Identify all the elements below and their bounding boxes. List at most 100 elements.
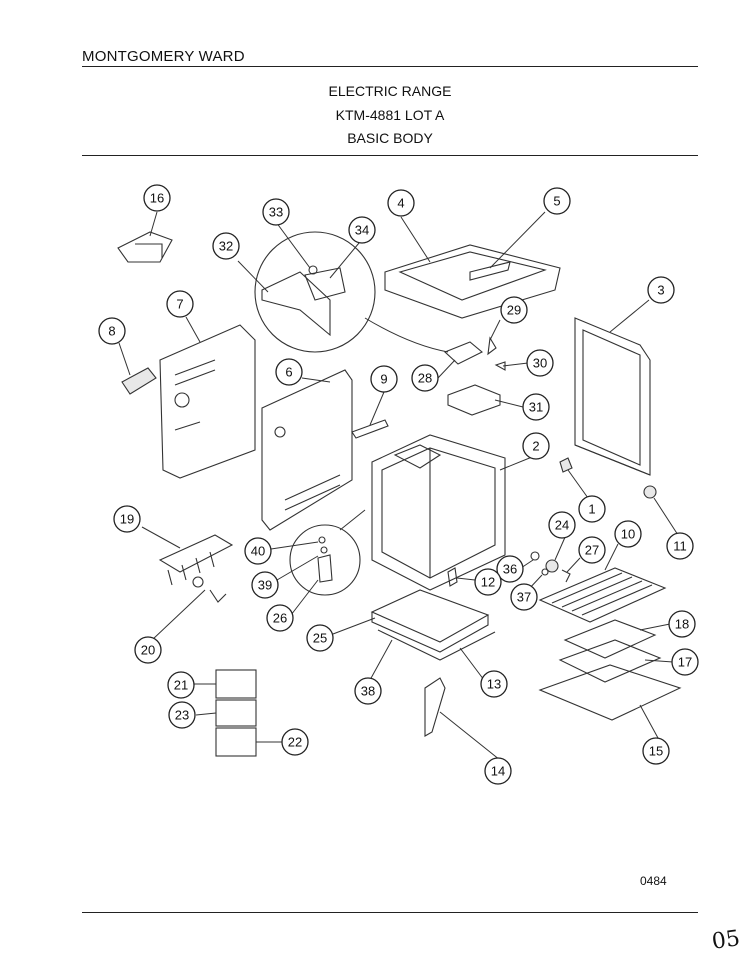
part-16-bracket	[117, 231, 173, 263]
callout-18: 18	[668, 610, 696, 638]
svg-text:36: 36	[503, 562, 517, 577]
callout-11: 11	[666, 532, 694, 560]
svg-text:28: 28	[418, 371, 432, 386]
callout-27: 27	[578, 536, 606, 564]
callout-8: 8	[98, 317, 126, 345]
svg-text:6: 6	[285, 365, 292, 380]
svg-text:31: 31	[529, 400, 543, 415]
leader-lines	[118, 211, 679, 761]
svg-text:7: 7	[176, 297, 183, 312]
callout-5: 5	[543, 187, 571, 215]
part-10-rack	[538, 567, 667, 623]
callout-25: 25	[306, 624, 334, 652]
svg-text:14: 14	[491, 764, 505, 779]
part-7-side-panel	[159, 324, 256, 479]
callout-37: 37	[510, 583, 538, 611]
part-14-rod	[424, 677, 446, 737]
callout-36: 36	[496, 555, 524, 583]
svg-text:21: 21	[174, 678, 188, 693]
svg-text:20: 20	[141, 643, 155, 658]
svg-text:9: 9	[380, 372, 387, 387]
part-detail-circle-top	[254, 231, 376, 353]
part-1-knob	[559, 457, 573, 473]
part-6-back-panel	[261, 369, 353, 531]
callout-24: 24	[548, 511, 576, 539]
svg-text:2: 2	[532, 439, 539, 454]
callout-3: 3	[647, 276, 675, 304]
svg-text:34: 34	[355, 223, 369, 238]
part-36	[530, 551, 540, 561]
handwritten-mark: 05	[710, 926, 742, 955]
callout-10: 10	[614, 520, 642, 548]
callout-7: 7	[166, 290, 194, 318]
callout-26: 26	[266, 604, 294, 632]
svg-text:3: 3	[657, 283, 664, 298]
svg-text:19: 19	[120, 512, 134, 527]
callout-9: 9	[370, 365, 398, 393]
part-9-strip	[351, 419, 389, 439]
callout-38: 39	[251, 571, 279, 599]
callout-22: 22	[281, 728, 309, 756]
svg-text:26: 26	[273, 611, 287, 626]
callout-4: 4	[387, 189, 415, 217]
svg-text:23: 23	[175, 708, 189, 723]
svg-text:37: 37	[517, 590, 531, 605]
callout-34: 34	[348, 216, 376, 244]
part-drawings	[117, 231, 682, 757]
svg-text:30: 30	[533, 356, 547, 371]
callout-29: 29	[500, 296, 528, 324]
part-23-box	[215, 699, 257, 727]
svg-text:1: 1	[588, 502, 595, 517]
callout-32: 32	[212, 232, 240, 260]
svg-text:40: 40	[251, 544, 265, 559]
part-24	[545, 559, 559, 573]
svg-text:27: 27	[585, 543, 599, 558]
callout-16: 16	[143, 184, 171, 212]
callout-12: 12	[474, 568, 502, 596]
title-product: ELECTRIC RANGE	[328, 83, 452, 99]
part-18-pan	[563, 619, 657, 659]
part-17-pan	[558, 639, 662, 683]
callout-39: 40	[244, 537, 272, 565]
callout-13: 13	[480, 670, 508, 698]
callout-23: 23	[168, 701, 196, 729]
brand-label: MONTGOMERY WARD	[82, 48, 245, 65]
top-rule	[82, 66, 698, 67]
callout-28: 28	[411, 364, 439, 392]
part-22-box	[215, 727, 257, 757]
callout-19: 19	[113, 505, 141, 533]
svg-text:33: 33	[269, 205, 283, 220]
callout-6: 6	[275, 358, 303, 386]
part-25-40-13-tray	[370, 589, 496, 661]
part-11-knob	[643, 485, 657, 499]
svg-text:5: 5	[553, 194, 560, 209]
svg-text:32: 32	[219, 239, 233, 254]
svg-text:39: 39	[258, 578, 272, 593]
svg-text:16: 16	[150, 191, 164, 206]
svg-text:8: 8	[108, 324, 115, 339]
title-model: KTM-4881 LOT A	[335, 107, 445, 123]
callout-20: 20	[134, 636, 162, 664]
callout-2: 2	[522, 432, 550, 460]
svg-text:15: 15	[649, 744, 663, 759]
callout-17: 17	[671, 648, 699, 676]
part-12	[447, 567, 458, 587]
part-4-cooktop	[384, 244, 561, 319]
svg-text:10: 10	[621, 527, 635, 542]
svg-text:22: 22	[288, 735, 302, 750]
title-section: BASIC BODY	[347, 130, 433, 146]
header-rule	[82, 155, 698, 156]
part-8	[121, 367, 157, 395]
svg-text:25: 25	[313, 631, 327, 646]
page-code: 0484	[640, 874, 667, 888]
svg-text:11: 11	[673, 539, 687, 554]
svg-text:4: 4	[397, 196, 404, 211]
callout-31: 31	[522, 393, 550, 421]
svg-text:18: 18	[675, 617, 689, 632]
part-19-20-group	[158, 534, 234, 603]
part-3-door	[574, 317, 651, 476]
callout-14: 14	[484, 757, 512, 785]
part-detail-circle-bottom	[289, 509, 366, 596]
svg-text:17: 17	[678, 655, 692, 670]
